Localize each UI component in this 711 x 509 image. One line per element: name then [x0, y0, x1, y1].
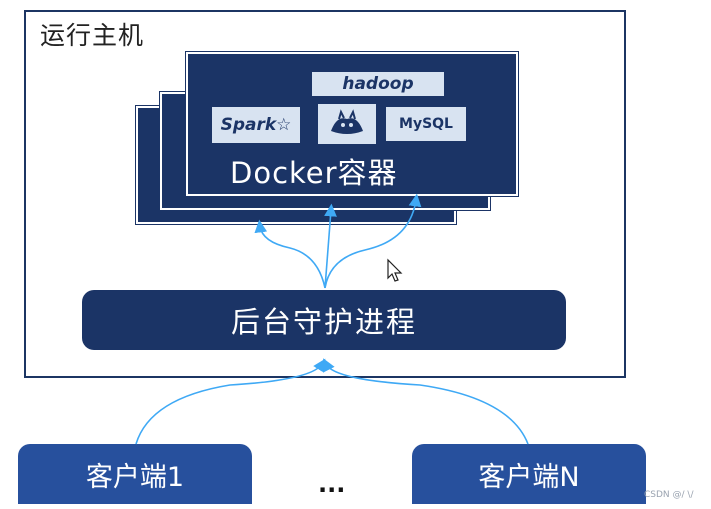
mouse-pointer-icon — [387, 258, 403, 282]
tomcat-logo — [318, 104, 376, 144]
daemon-process-label: 后台守护进程 — [230, 305, 417, 339]
mysql-logo: MySQL — [386, 107, 466, 141]
hadoop-logo: hadoop — [312, 72, 444, 96]
daemon-to-container-arrow-right — [324, 193, 422, 289]
daemon-to-container-arrow-middle — [324, 203, 337, 289]
tomcat-cat-icon — [331, 109, 363, 134]
spark-star-icon: ☆ — [276, 115, 292, 135]
spark-logo-text: Spark — [220, 115, 277, 135]
spark-logo: Spark ☆ — [212, 107, 300, 143]
mysql-logo-text: MySQL — [399, 116, 453, 132]
client-1-to-daemon-arrow — [135, 358, 326, 445]
client-1-box: 客户端1 — [18, 444, 252, 504]
client-1-label: 客户端1 — [85, 461, 185, 493]
watermark: CSDN @/ \/ — [644, 490, 694, 500]
clients-ellipsis: ... — [318, 470, 346, 498]
docker-container-label: Docker容器 — [230, 156, 398, 190]
host-machine-title: 运行主机 — [40, 21, 145, 50]
client-n-label: 客户端N — [478, 461, 580, 493]
client-n-to-daemon-arrow — [323, 358, 529, 445]
client-n-box: 客户端N — [412, 444, 646, 504]
daemon-to-container-arrow-left — [254, 219, 326, 289]
hadoop-logo-text: hadoop — [342, 74, 414, 94]
daemon-process-box: 后台守护进程 — [82, 290, 566, 350]
